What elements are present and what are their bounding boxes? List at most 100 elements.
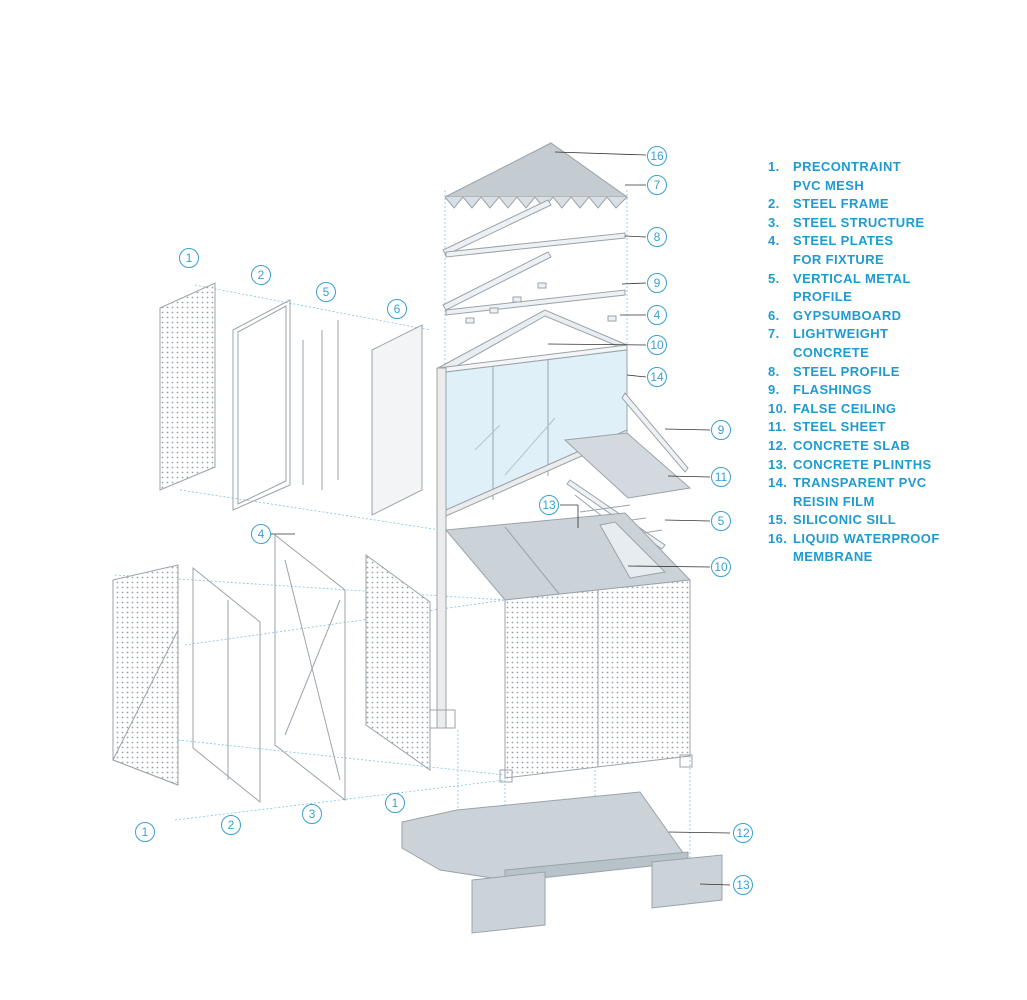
- callout-marker: 13: [733, 875, 753, 895]
- callout-circle: [251, 265, 271, 285]
- callout-marker: 6: [387, 299, 407, 319]
- legend-item: 4. STEEL PLATES FOR FIXTURE: [768, 232, 1018, 269]
- left-lower-panels: [112, 533, 431, 804]
- callout-circle: [711, 420, 731, 440]
- callout-number: 9: [718, 423, 725, 437]
- legend-number: 12.: [768, 437, 788, 453]
- legend-number: 9.: [768, 382, 780, 398]
- steel-profiles: [442, 199, 626, 324]
- callout-number: 4: [258, 527, 265, 541]
- callout-number: 3: [309, 807, 316, 821]
- legend-item: 6. GYPSUMBOARD: [768, 307, 1018, 326]
- callout-number: 2: [228, 818, 235, 832]
- callout-marker: 1: [179, 248, 199, 268]
- callout-circle: [647, 146, 667, 166]
- legend-item: 1. PRECONTRAINT PVC MESH: [768, 158, 1018, 195]
- callout-circle: [316, 282, 336, 302]
- legend-number: 15.: [768, 512, 788, 528]
- callout-number: 9: [654, 276, 661, 290]
- legend-item: 5.VERTICAL METAL PROFILE: [768, 270, 1018, 307]
- callout-number: 1: [392, 796, 399, 810]
- callout-circle: [135, 822, 155, 842]
- callout-number: 12: [736, 826, 750, 840]
- legend-item: 3.STEEL STRUCTURE: [768, 214, 1018, 233]
- legend-item: 10. FALSE CEILING: [768, 400, 1018, 419]
- callout-marker: 9: [711, 420, 731, 440]
- callout-marker: 3: [302, 804, 322, 824]
- callout-marker: 2: [251, 265, 271, 285]
- roof-membrane: [444, 142, 629, 209]
- legend-number: 1.: [768, 159, 780, 174]
- callout-number: 10: [650, 338, 664, 352]
- callout-number: 1: [142, 825, 149, 839]
- lower-box: [429, 579, 693, 783]
- legend-number: 7.: [768, 326, 780, 342]
- legend-text: PRECONTRAINT PVC MESH: [793, 159, 902, 193]
- concrete-base: [401, 791, 723, 934]
- callout-circle: [647, 367, 667, 387]
- callout-circle: [647, 227, 667, 247]
- callout-marker: 11: [711, 467, 731, 487]
- callout-circle: [539, 495, 559, 515]
- callout-number: 16: [650, 149, 664, 163]
- callout-circle: [221, 815, 241, 835]
- legend-item: 7.LIGHTWEIGHT CONCRETE: [768, 325, 1018, 362]
- callout-number: 2: [258, 268, 265, 282]
- callout-circle: [647, 305, 667, 325]
- callout-number: 7: [654, 178, 661, 192]
- upper-frame: [436, 309, 628, 729]
- legend-item: 12. CONCRETE SLAB: [768, 437, 1018, 456]
- legend-item: 14.TRANSPARENT PVC REISIN FILM: [768, 474, 1018, 511]
- left-upper-panels: [159, 282, 423, 516]
- callout-number: 5: [323, 285, 330, 299]
- legend-number: 11.: [768, 419, 787, 435]
- callout-circle: [647, 273, 667, 293]
- legend-number: 4.: [768, 233, 780, 249]
- callout-circle: [711, 557, 731, 577]
- callout-circle: [733, 875, 753, 895]
- legend-text: STEEL PROFILE: [793, 363, 900, 379]
- legend-item: 11.STEEL SHEET: [768, 418, 1018, 437]
- callout-circle: [733, 823, 753, 843]
- callout-circle: [387, 299, 407, 319]
- callout-number: 4: [654, 308, 661, 322]
- callout-circle: [302, 804, 322, 824]
- callout-circle: [251, 524, 271, 544]
- callout-marker: 14: [647, 367, 667, 387]
- callout-circle: [385, 793, 405, 813]
- callout-marker: 10: [711, 557, 731, 577]
- legend-text: SILICONIC SILL: [793, 512, 897, 528]
- leader-lines: [271, 151, 731, 886]
- callout-number: 14: [650, 370, 664, 384]
- legend-text: FALSE CEILING: [793, 400, 897, 416]
- callout-number: 10: [714, 560, 728, 574]
- legend-text: FLASHINGS: [793, 382, 872, 398]
- legend-text: GYPSUMBOARD: [793, 307, 902, 323]
- callout-marker: 5: [316, 282, 336, 302]
- callout-marker: 13: [539, 495, 559, 515]
- callout-marker: 16: [647, 146, 667, 166]
- callout-marker: 8: [647, 227, 667, 247]
- legend-number: 6.: [768, 307, 780, 323]
- legend-item: 16.LIQUID WATERPROOF MEMBRANE: [768, 530, 1018, 567]
- legend-number: 5.: [768, 270, 780, 286]
- callout-circle: [711, 511, 731, 531]
- legend-text: STEEL PLATES FOR FIXTURE: [793, 233, 894, 267]
- legend-text: STEEL FRAME: [793, 196, 889, 212]
- callout-number: 11: [715, 470, 728, 484]
- legend-number: 10.: [768, 400, 788, 416]
- legend-item: 13.CONCRETE PLINTHS: [768, 456, 1018, 475]
- legend-item: 8. STEEL PROFILE: [768, 363, 1018, 382]
- legend-number: 2.: [768, 196, 780, 212]
- callout-circle: [711, 467, 731, 487]
- legend-number: 16.: [768, 530, 788, 546]
- legend-number: 3.: [768, 214, 780, 230]
- legend-text: CONCRETE SLAB: [793, 437, 911, 453]
- callout-marker: 9: [647, 273, 667, 293]
- callout-marker: 1: [135, 822, 155, 842]
- callout-number: 6: [394, 302, 401, 316]
- legend-number: 8.: [768, 363, 780, 379]
